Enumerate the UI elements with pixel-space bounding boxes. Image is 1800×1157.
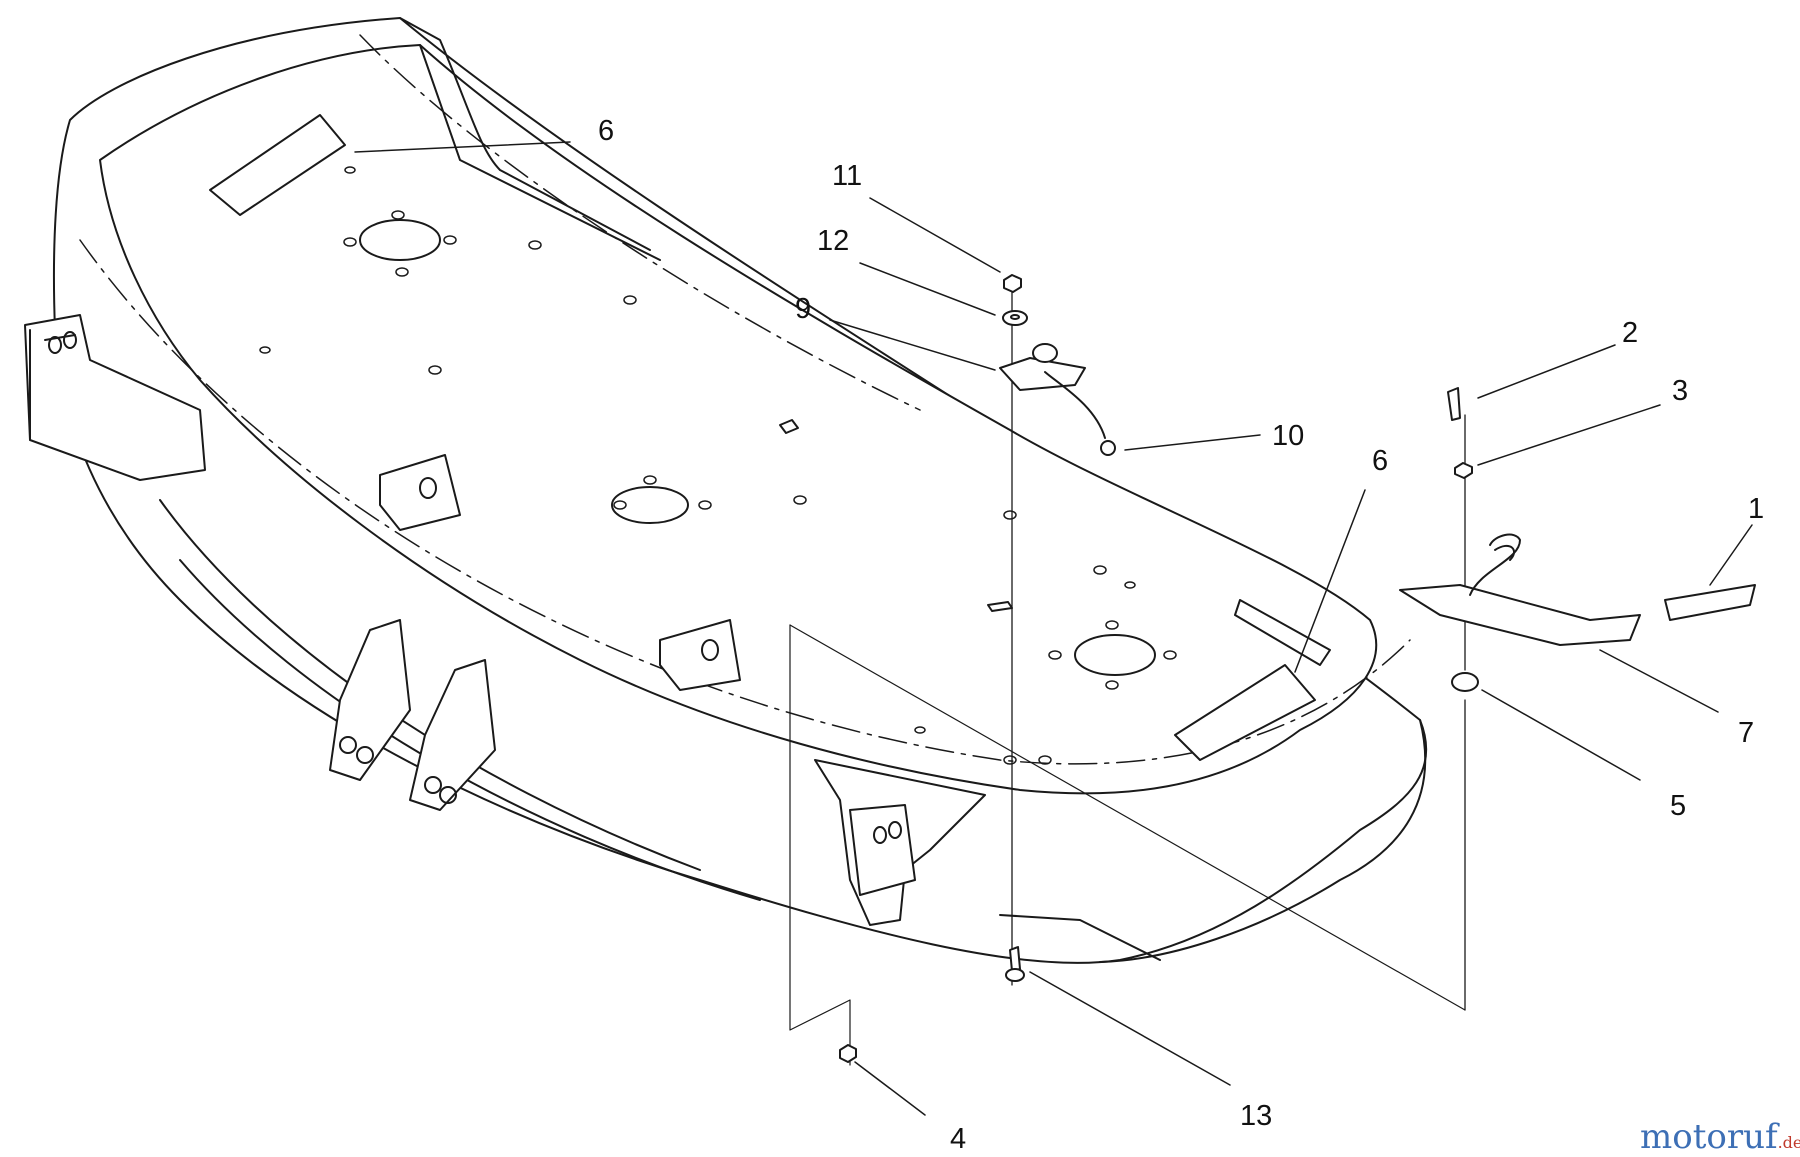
callout-3: 3 — [1672, 375, 1688, 407]
callout-7: 7 — [1738, 717, 1754, 749]
callout-10: 10 — [1272, 420, 1304, 452]
mower-deck — [24, 17, 1428, 964]
callout-5: 5 — [1670, 790, 1686, 822]
callout-6-right: 6 — [1372, 445, 1388, 477]
callout-11: 11 — [832, 160, 862, 192]
watermark-logo: motoruf.de — [1640, 1117, 1800, 1157]
anti-scalp-hardware — [789, 274, 1756, 1066]
callout-4: 4 — [950, 1123, 966, 1155]
callout-12: 12 — [817, 225, 849, 257]
callout-13: 13 — [1240, 1100, 1272, 1132]
watermark-brand: motoruf — [1640, 1117, 1780, 1157]
callout-1: 1 — [1748, 493, 1764, 525]
watermark-suffix: .de — [1778, 1133, 1800, 1152]
leader-lines — [354, 141, 1753, 1116]
callout-labels: 6 11 12 9 10 2 3 1 6 7 5 13 4 — [598, 115, 1764, 1155]
callout-2: 2 — [1622, 317, 1638, 349]
callout-9: 9 — [795, 293, 811, 325]
callout-6: 6 — [598, 115, 614, 147]
